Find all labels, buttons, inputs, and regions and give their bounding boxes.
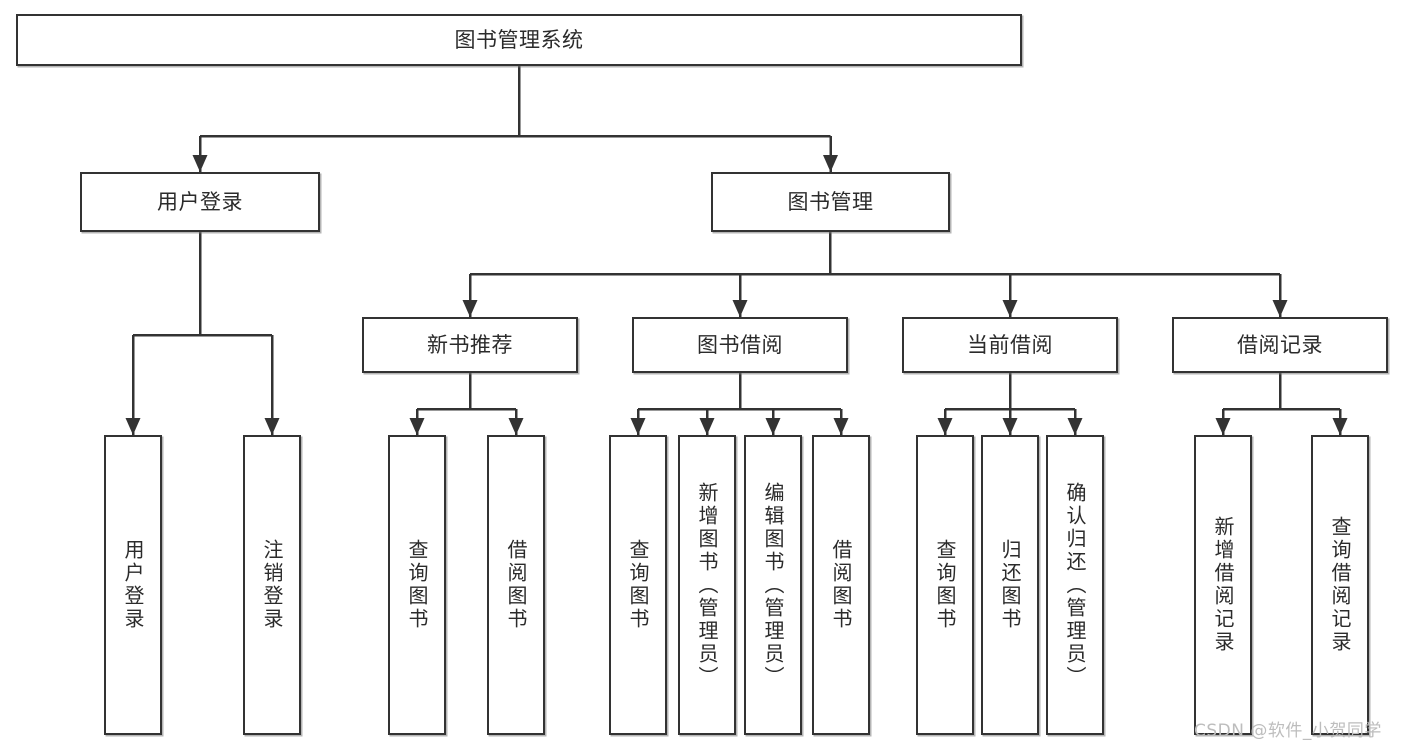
connector-arrow-book-borrow bbox=[732, 300, 748, 317]
node-label-book-borrow: 图书借阅 bbox=[697, 332, 783, 357]
connector-arrow-leaf-query-borrow-record bbox=[1332, 418, 1348, 435]
node-leaf-add-borrow-record[interactable]: 新增借阅记录 bbox=[1194, 435, 1252, 735]
node-leaf-query-book-3[interactable]: 查询图书 bbox=[916, 435, 974, 735]
node-label-leaf-borrow-book-1: 借阅图书 bbox=[504, 539, 528, 631]
node-leaf-edit-book-admin[interactable]: 编辑图书（管理员） bbox=[744, 435, 802, 735]
node-label-leaf-query-book-3: 查询图书 bbox=[933, 539, 957, 631]
connector-arrow-leaf-edit-book-admin bbox=[765, 418, 781, 435]
node-label-leaf-query-borrow-record: 查询借阅记录 bbox=[1328, 516, 1352, 654]
connector-arrow-leaf-confirm-return-admin bbox=[1067, 418, 1083, 435]
connector-arrow-leaf-query-book-2 bbox=[630, 418, 646, 435]
node-leaf-query-book-2[interactable]: 查询图书 bbox=[609, 435, 667, 735]
node-label-leaf-query-book-1: 查询图书 bbox=[405, 539, 429, 631]
connector-arrow-book-management bbox=[823, 155, 838, 172]
connector-arrow-leaf-borrow-book-2 bbox=[833, 418, 849, 435]
node-label-borrow-records: 借阅记录 bbox=[1237, 332, 1323, 357]
node-user-login[interactable]: 用户登录 bbox=[80, 172, 320, 232]
connector-arrow-leaf-return-book bbox=[1002, 418, 1018, 435]
node-leaf-user-login[interactable]: 用户登录 bbox=[104, 435, 162, 735]
connector-arrow-leaf-add-book-admin bbox=[699, 418, 715, 435]
node-label-leaf-user-login: 用户登录 bbox=[121, 539, 145, 631]
node-label-book-management: 图书管理 bbox=[787, 189, 874, 214]
node-leaf-return-book[interactable]: 归还图书 bbox=[981, 435, 1039, 735]
node-label-leaf-add-borrow-record: 新增借阅记录 bbox=[1211, 516, 1235, 654]
node-leaf-query-borrow-record[interactable]: 查询借阅记录 bbox=[1311, 435, 1369, 735]
connector-arrow-borrow-records bbox=[1272, 300, 1288, 317]
node-label-user-login: 用户登录 bbox=[157, 189, 243, 214]
node-root[interactable]: 图书管理系统 bbox=[16, 14, 1022, 66]
node-label-leaf-user-logout: 注销登录 bbox=[260, 539, 284, 631]
node-leaf-borrow-book-1[interactable]: 借阅图书 bbox=[487, 435, 545, 735]
node-label-leaf-query-book-2: 查询图书 bbox=[626, 539, 650, 631]
connector-arrow-leaf-borrow-book-1 bbox=[508, 418, 524, 435]
node-leaf-confirm-return-admin[interactable]: 确认归还（管理员） bbox=[1046, 435, 1104, 735]
connector-arrow-current-borrow bbox=[1002, 300, 1018, 317]
node-label-leaf-edit-book-admin: 编辑图书（管理员） bbox=[761, 481, 785, 689]
connector-arrow-leaf-query-book-1 bbox=[409, 418, 425, 435]
node-leaf-borrow-book-2[interactable]: 借阅图书 bbox=[812, 435, 870, 735]
connector-arrow-leaf-user-logout bbox=[264, 418, 280, 435]
node-label-current-borrow: 当前借阅 bbox=[967, 332, 1053, 357]
connector-arrow-user-login bbox=[192, 155, 208, 172]
node-label-leaf-return-book: 归还图书 bbox=[998, 539, 1022, 631]
node-current-borrow[interactable]: 当前借阅 bbox=[902, 317, 1118, 373]
node-new-book-recommend[interactable]: 新书推荐 bbox=[362, 317, 578, 373]
node-label-root: 图书管理系统 bbox=[454, 27, 584, 52]
node-borrow-records[interactable]: 借阅记录 bbox=[1172, 317, 1388, 373]
node-label-leaf-add-book-admin: 新增图书（管理员） bbox=[695, 481, 719, 689]
node-leaf-query-book-1[interactable]: 查询图书 bbox=[388, 435, 446, 735]
node-label-leaf-borrow-book-2: 借阅图书 bbox=[829, 539, 853, 631]
node-leaf-add-book-admin[interactable]: 新增图书（管理员） bbox=[678, 435, 736, 735]
connector-arrow-leaf-query-book-3 bbox=[937, 418, 953, 435]
connector-arrow-leaf-add-borrow-record bbox=[1215, 418, 1231, 435]
connector-arrow-leaf-user-login bbox=[125, 418, 141, 435]
node-leaf-user-logout[interactable]: 注销登录 bbox=[243, 435, 301, 735]
node-book-borrow[interactable]: 图书借阅 bbox=[632, 317, 848, 373]
node-book-management[interactable]: 图书管理 bbox=[711, 172, 950, 232]
node-label-new-book-recommend: 新书推荐 bbox=[427, 332, 513, 357]
connector-arrow-new-book-recommend bbox=[462, 300, 478, 317]
node-label-leaf-confirm-return-admin: 确认归还（管理员） bbox=[1063, 481, 1087, 689]
